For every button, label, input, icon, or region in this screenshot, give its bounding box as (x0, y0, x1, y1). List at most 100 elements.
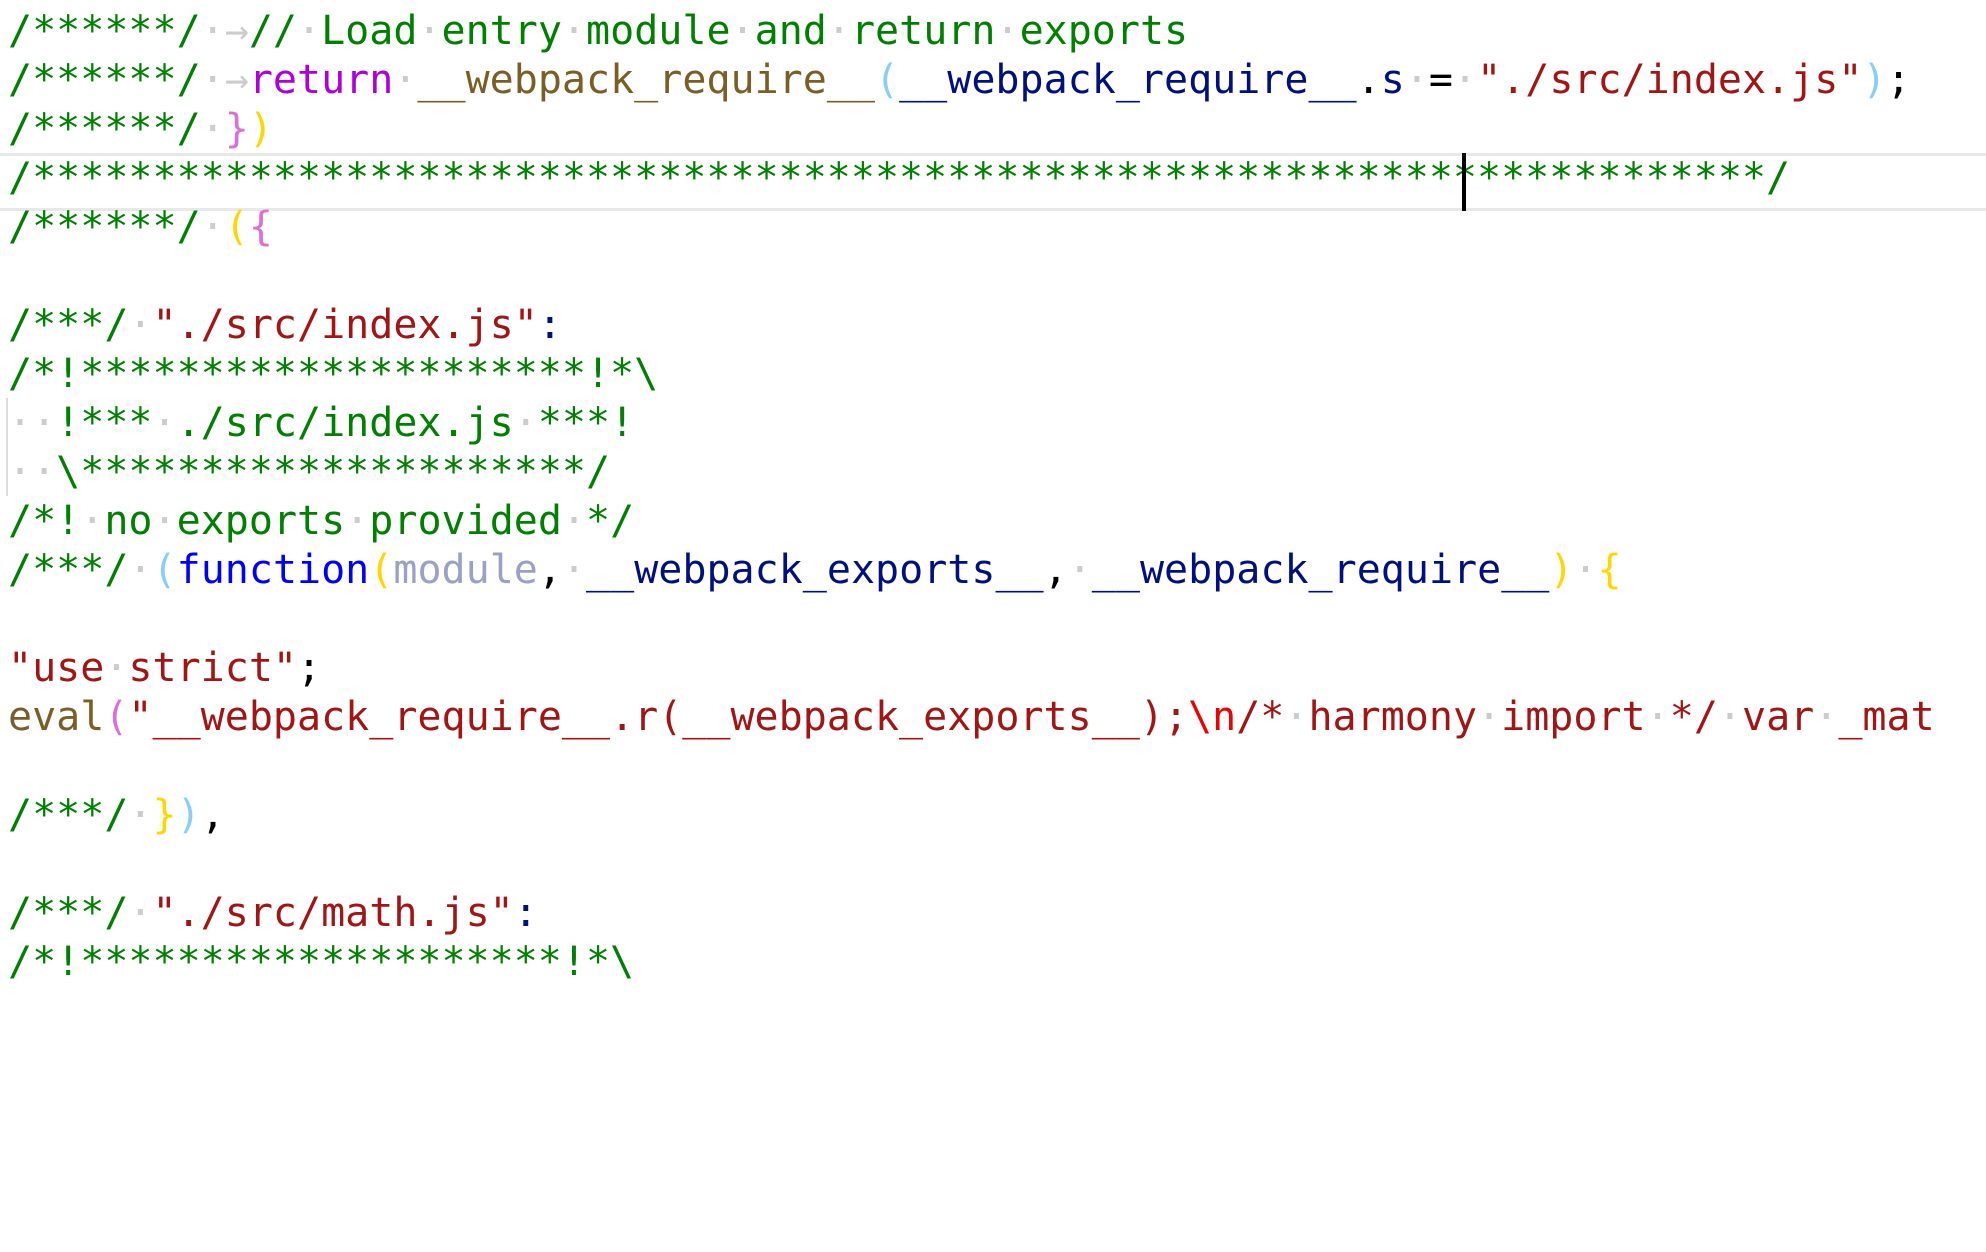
code-line[interactable]: /***/·}), (8, 784, 225, 846)
code-line[interactable]: ··!***·./src/index.js·***! (8, 392, 634, 454)
code-token: · (513, 400, 538, 446)
code-token: eval (8, 694, 105, 740)
code-token: function (176, 547, 370, 593)
code-token: /***/ (8, 547, 129, 593)
code-token: _mat (1838, 694, 1935, 740)
code-line[interactable]: "use·strict"; (8, 637, 321, 699)
code-token: · (1645, 694, 1670, 740)
code-token: /***/ (8, 890, 129, 936)
code-token: ( (104, 694, 129, 740)
code-token: var (1742, 694, 1815, 740)
code-token: · (1717, 694, 1742, 740)
code-token: /***/ (8, 302, 129, 348)
code-token: , (200, 792, 225, 838)
code-line[interactable]: /******/·→//·Load·entry·module·and·retur… (8, 0, 1188, 62)
code-token: provided (369, 498, 562, 544)
code-token: · (561, 498, 587, 544)
code-token: import (1501, 694, 1646, 740)
code-token: module (586, 8, 731, 54)
code-token: · (1067, 547, 1092, 593)
code-token: /*!********************!*\ (8, 939, 635, 985)
code-token: · (1284, 694, 1309, 740)
code-token: // (248, 8, 297, 54)
code-token: · (128, 547, 153, 593)
code-token: return (850, 8, 996, 54)
code-token: { (1597, 547, 1622, 593)
code-token: s (1380, 57, 1405, 103)
code-token: module (393, 547, 538, 593)
code-token: ) (176, 792, 201, 838)
code-token: harmony (1308, 694, 1478, 740)
code-token: · (730, 8, 755, 54)
code-line[interactable]: /*!********************!*\ (8, 931, 634, 993)
code-token: \*********************/ (56, 449, 611, 495)
code-token: : (537, 302, 562, 348)
code-token: */ (1669, 694, 1718, 740)
code-line[interactable]: /***/·(function(module,·__webpack_export… (8, 539, 1622, 601)
code-line[interactable]: /******/·→return·__webpack_require__(__w… (8, 49, 1911, 111)
code-token: · (345, 498, 370, 544)
code-token: "./src/math.js" (152, 890, 514, 936)
code-token: ( (874, 57, 900, 103)
code-token: \n (1188, 694, 1237, 740)
code-token: /******/ (8, 204, 201, 250)
code-token: ·→ (200, 8, 249, 54)
current-line-highlight (0, 153, 1986, 211)
code-line[interactable]: /*!·no·exports·provided·*/ (8, 490, 634, 552)
code-token: . (1356, 57, 1381, 103)
code-token: · (128, 302, 153, 348)
code-token: __webpack_require__ (899, 57, 1357, 103)
code-token: ( (369, 547, 394, 593)
code-token: · (995, 8, 1020, 54)
code-line[interactable]: /******/·}) (8, 98, 273, 160)
code-token: return (248, 57, 394, 103)
code-token: /***************************************… (8, 155, 1791, 201)
code-line[interactable]: /***************************************… (8, 147, 1790, 209)
code-token: strict" (128, 645, 297, 691)
code-token: ) (248, 106, 273, 152)
code-token: "./src/index.js" (152, 302, 538, 348)
code-token: · (1814, 694, 1839, 740)
code-token: { (248, 204, 273, 250)
code-token: · (104, 645, 129, 691)
code-token: , (1043, 547, 1068, 593)
code-token: /*!*********************!*\ (8, 351, 659, 397)
code-token: exports (176, 498, 346, 544)
code-token: ; (1886, 57, 1911, 103)
code-token: = (1428, 57, 1454, 103)
code-token: ) (1862, 57, 1887, 103)
code-line[interactable]: ··\*********************/ (8, 441, 610, 503)
code-token: Load (321, 8, 418, 54)
code-token: no (104, 498, 153, 544)
code-token: /*! (8, 498, 81, 544)
code-line[interactable]: /*!*********************!*\ (8, 343, 658, 405)
code-line[interactable]: /***/·"./src/math.js": (8, 882, 538, 944)
code-token: · (1477, 694, 1502, 740)
code-token: · (152, 400, 177, 446)
code-token: ·· (8, 449, 57, 495)
code-token: · (1404, 57, 1429, 103)
code-token: /* (1236, 694, 1285, 740)
code-line[interactable]: /******/·({ (8, 196, 273, 258)
code-token: ***! (537, 400, 635, 446)
code-line[interactable]: eval("__webpack_require__.r(__webpack_ex… (8, 686, 1935, 748)
code-token: exports (1019, 8, 1189, 54)
code-line[interactable]: /***/·"./src/index.js": (8, 294, 562, 356)
code-token: · (561, 8, 587, 54)
code-token: ; (297, 645, 322, 691)
code-token: entry (441, 8, 562, 54)
indent-guide (6, 398, 8, 496)
code-token: and (754, 8, 827, 54)
code-token: · (297, 8, 322, 54)
code-token: __webpack_exports__ (586, 547, 1044, 593)
code-token: !*** (56, 400, 153, 446)
code-token: : (513, 890, 538, 936)
code-token: · (826, 8, 851, 54)
code-token: "./src/index.js" (1477, 57, 1863, 103)
code-token: } (224, 106, 249, 152)
code-token: ( (224, 204, 249, 250)
code-token: , (537, 547, 562, 593)
code-token: · (80, 498, 105, 544)
code-token: ·→ (200, 57, 249, 103)
